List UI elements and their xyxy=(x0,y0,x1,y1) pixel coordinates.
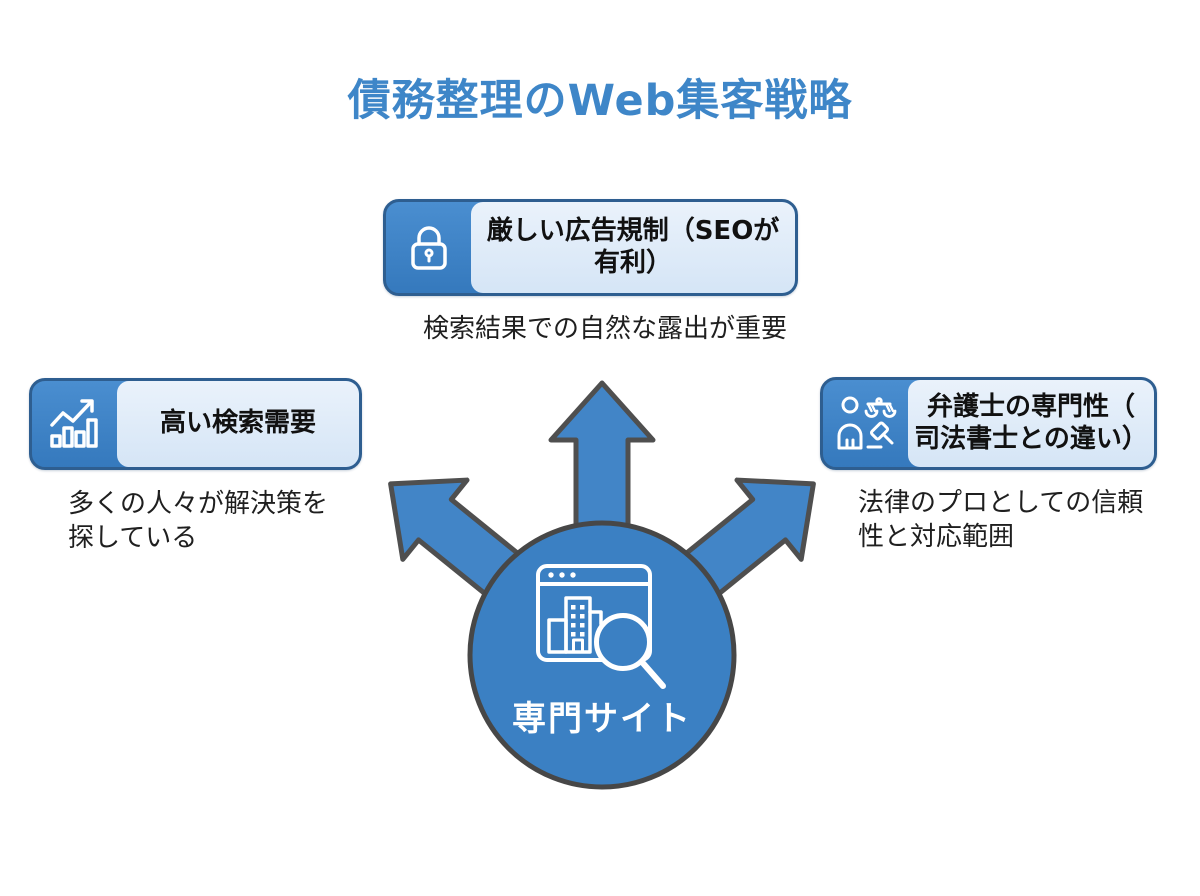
node-heading-lawyer-expertise: 弁護士の専門性（ 司法書士との違い） xyxy=(908,380,1154,467)
center-node-label: 専門サイト xyxy=(512,699,692,739)
node-description-search-demand: 多くの人々が解決策を 探している xyxy=(68,489,329,553)
node-heading-line: 厳しい広告規制（SEOが xyxy=(486,215,780,246)
node-description-lawyer-expertise: 法律のプロとしての信頼 性と対応範囲 xyxy=(858,488,1144,552)
node-heading-line: 司法書士との違い） xyxy=(914,423,1148,454)
lock-icon xyxy=(386,202,471,293)
node-heading-ad-regulation: 厳しい広告規制（SEOが 有利） xyxy=(471,202,795,293)
website-search-icon xyxy=(536,564,666,689)
page-title: 債務整理のWeb集客戦略 xyxy=(347,76,853,126)
node-heading-line: 有利） xyxy=(593,247,672,278)
node-description-ad-regulation: 検索結果での自然な露出が重要 xyxy=(422,314,787,344)
node-heading-line: 弁護士の専門性（ xyxy=(926,391,1135,422)
node-heading-line: 高い検索需要 xyxy=(159,408,316,439)
chart-increasing-icon xyxy=(32,381,117,467)
node-card-search-demand: 高い検索需要 xyxy=(29,378,362,470)
node-card-lawyer-expertise: 弁護士の専門性（ 司法書士との違い） xyxy=(820,377,1157,470)
lawyer-justice-icon xyxy=(823,380,908,467)
node-heading-search-demand: 高い検索需要 xyxy=(117,381,359,467)
node-card-ad-regulation: 厳しい広告規制（SEOが 有利） xyxy=(383,199,798,296)
